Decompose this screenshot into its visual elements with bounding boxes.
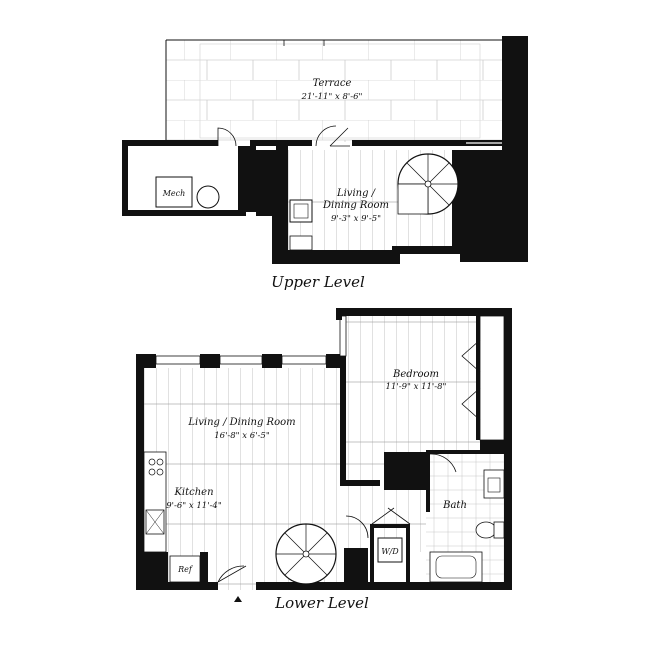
bedroom-label: Bedroom bbox=[392, 369, 439, 380]
bath-label: Bath bbox=[442, 500, 467, 511]
kitchen-label: Kitchen bbox=[173, 487, 213, 498]
upper-level-title: Upper Level bbox=[271, 273, 365, 291]
mech-label: Mech bbox=[162, 189, 186, 198]
kitchen-dims: 9'-6" x 11'-4" bbox=[166, 501, 222, 511]
upper-living-label-2: Dining Room bbox=[322, 200, 389, 211]
ref-label: Ref bbox=[177, 565, 194, 574]
lower-living-dims: 16'-8" x 6'-5" bbox=[214, 431, 270, 441]
bedroom-dims: 11'-9" x 11'-8" bbox=[386, 382, 447, 392]
upper-living-room bbox=[256, 146, 460, 264]
upper-level bbox=[122, 36, 528, 264]
terrace-door-right bbox=[329, 127, 350, 147]
lower-living-label: Living / Dining Room bbox=[187, 417, 295, 428]
terrace-label: Terrace bbox=[313, 78, 352, 89]
upper-structure-right bbox=[502, 36, 528, 262]
upper-structure-block bbox=[452, 150, 502, 262]
upper-living-dims: 9'-3" x 9'-5" bbox=[331, 214, 381, 224]
mech-room bbox=[122, 140, 256, 216]
wd-label: W/D bbox=[381, 547, 399, 556]
lower-level-title: Lower Level bbox=[274, 594, 369, 612]
terrace-door-left bbox=[217, 127, 237, 147]
entry-arrow-icon bbox=[234, 596, 242, 602]
entry-door bbox=[217, 565, 247, 583]
upper-living-label-1: Living / bbox=[336, 188, 377, 199]
terrace-dims: 21'-11" x 8'-6" bbox=[301, 92, 363, 102]
terrace bbox=[165, 39, 504, 142]
lower-level bbox=[136, 308, 512, 602]
